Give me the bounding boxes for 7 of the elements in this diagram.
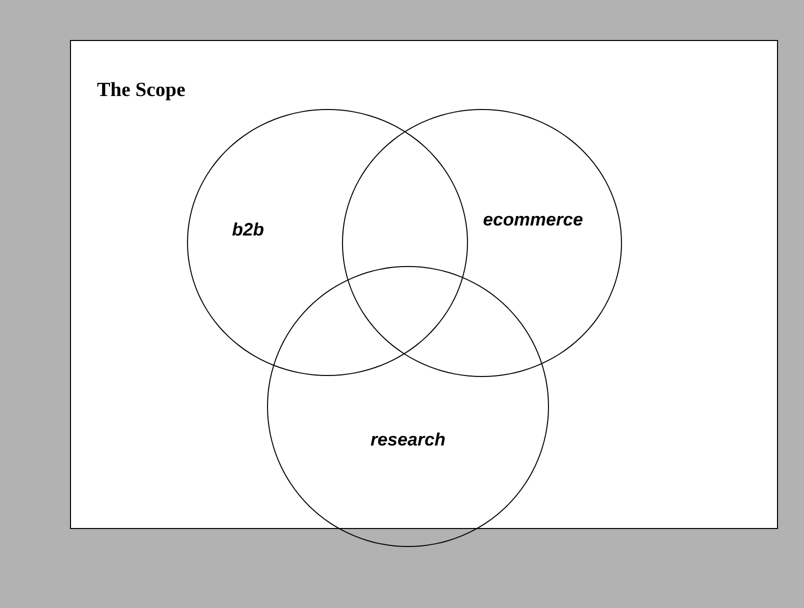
venn-circle: [267, 266, 549, 547]
venn-circle: [342, 109, 622, 377]
diagram-title: The Scope: [97, 79, 186, 102]
venn-circle: [187, 109, 468, 376]
set-label: b2b: [232, 220, 264, 240]
set-label: research: [370, 430, 446, 450]
set-label: ecommerce: [482, 210, 584, 230]
